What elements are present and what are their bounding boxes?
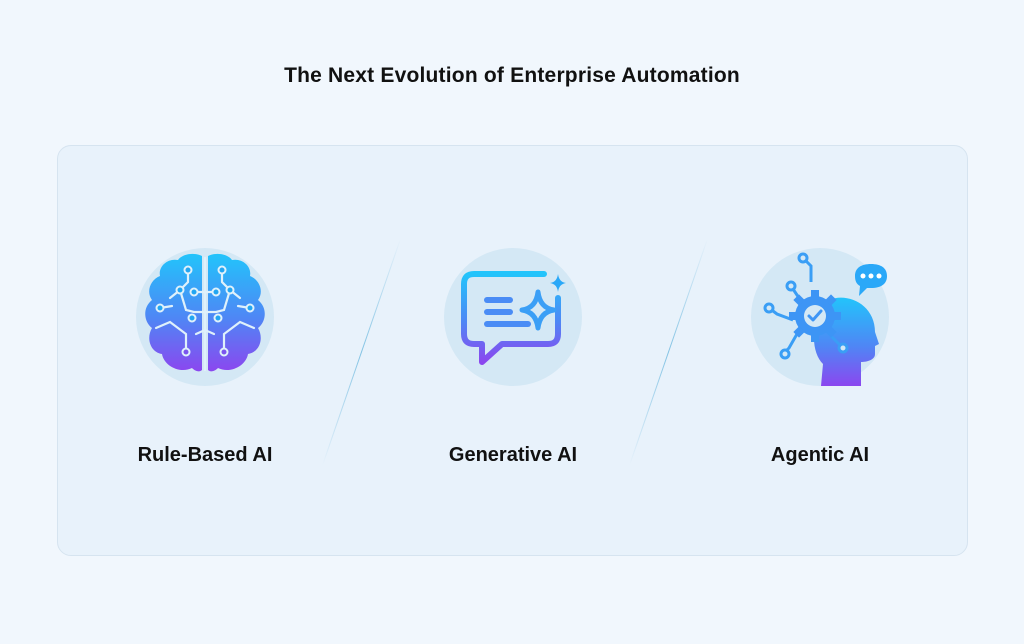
stage-label: Rule-Based AI: [137, 444, 273, 466]
stage-label: Generative AI: [448, 444, 578, 466]
stage-rule-based-ai: Rule-Based AI: [75, 248, 335, 467]
icon-circle: [751, 248, 889, 386]
icon-circle: [136, 248, 274, 386]
stage-label: Agentic AI: [770, 444, 870, 466]
stage-agentic-ai: Agentic AI: [690, 248, 950, 467]
chat-sparkle-icon: [461, 271, 566, 365]
head-gear-check-icon: [763, 252, 887, 386]
icon-circle: [444, 248, 582, 386]
brain-circuit-icon: [145, 253, 265, 372]
stage-generative-ai: Generative AI: [383, 248, 643, 467]
page-title: The Next Evolution of Enterprise Automat…: [284, 64, 740, 87]
